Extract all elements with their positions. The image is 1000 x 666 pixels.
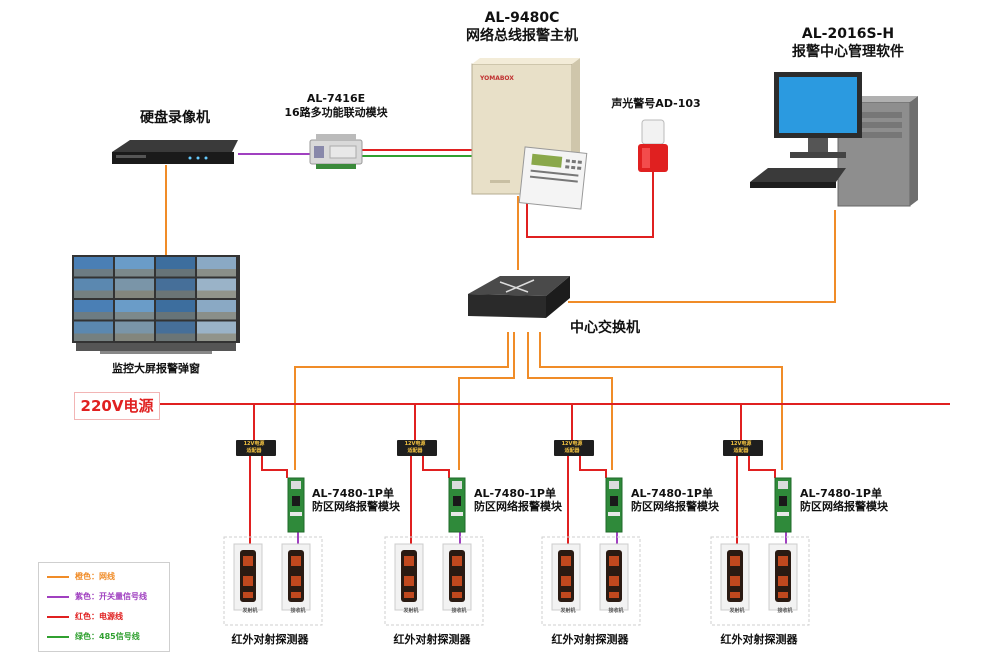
legend-item-485: 绿色：485信号线: [47, 631, 140, 645]
host-title: AL-9480C: [484, 10, 560, 26]
legend-label: 红色：电源线: [75, 612, 123, 621]
zone-rx-label: 接收机: [290, 608, 306, 614]
zone-tx-label: 发射机: [242, 608, 258, 614]
zone-detector-label: 红外对射探测器: [551, 633, 629, 646]
legend-label: 绿色：485信号线: [75, 632, 140, 641]
zone-psu-line2: 适配器: [407, 448, 423, 454]
zone-psu-line2: 适配器: [246, 448, 262, 454]
zone-tx-label: 发射机: [403, 608, 419, 614]
zone-module-title: AL-7480-1P单: [800, 487, 882, 500]
zone-module-subtitle: 防区网络报警模块: [474, 500, 562, 513]
zone-tx-label: 发射机: [729, 608, 745, 614]
zone-psu-line2: 适配器: [733, 448, 749, 454]
zone-psu-line1: 12V电源: [561, 441, 583, 447]
legend-item-network: 橙色：网线: [47, 571, 115, 585]
legend-swatch: [47, 635, 69, 638]
software-title: AL-2016S-H: [801, 26, 895, 42]
legend-item-power: 红色：电源线: [47, 611, 123, 625]
zone-devices: [710, 440, 810, 626]
host-siren-cable: [526, 170, 654, 238]
siren-device: [638, 119, 668, 172]
zone-module-subtitle: 防区网络报警模块: [631, 500, 719, 513]
zone-psu-line1: 12V电源: [730, 441, 752, 447]
zone-devices: [384, 440, 484, 626]
zone-module-title: AL-7480-1P单: [474, 487, 556, 500]
legend-label: 紫色：开关量信号线: [75, 592, 147, 601]
power-label: 220V电源: [74, 392, 160, 420]
zone-detector-label: 红外对射探测器: [393, 633, 471, 646]
zone-module-title: AL-7480-1P单: [631, 487, 713, 500]
management-computer: [750, 72, 918, 207]
svg-text:YOMABOX: YOMABOX: [479, 75, 514, 82]
linkage-title: AL-7416E: [306, 92, 366, 105]
switch-zone3-cable: [527, 332, 613, 470]
nvr-device: [112, 140, 238, 164]
zone-tx-label: 发射机: [560, 608, 576, 614]
zone-rx-label: 接收机: [451, 608, 467, 614]
legend: 橙色：网线 紫色：开关量信号线 红色：电源线 绿色：485信号线: [38, 562, 170, 652]
zone-rx-label: 接收机: [608, 608, 624, 614]
software-subtitle: 报警中心管理软件: [792, 44, 904, 60]
zone-rx-label: 接收机: [777, 608, 793, 614]
zone-psu-line1: 12V电源: [243, 441, 265, 447]
zone-detector-label: 红外对射探测器: [720, 633, 798, 646]
zone-devices: [223, 440, 323, 626]
zone-psu-line1: 12V电源: [404, 441, 426, 447]
legend-item-signal: 紫色：开关量信号线: [47, 591, 147, 605]
zone-module-subtitle: 防区网络报警模块: [312, 500, 400, 513]
zone-psu-line2: 适配器: [564, 448, 580, 454]
zone-devices: [541, 440, 641, 626]
switch-label: 中心交换机: [570, 320, 640, 336]
switch-zone1-cable: [294, 332, 509, 470]
host-keypad: [518, 146, 588, 210]
zone-module-title: AL-7480-1P单: [312, 487, 394, 500]
software-switch-cable: [568, 210, 836, 303]
switch-zone2-cable: [458, 332, 515, 470]
legend-swatch: [47, 615, 69, 618]
switch-zone4-cable: [539, 332, 783, 470]
zone-module-subtitle: 防区网络报警模块: [800, 500, 888, 513]
siren-label: 声光警号AD-103: [611, 97, 701, 110]
legend-label: 橙色：网线: [75, 572, 115, 581]
legend-swatch: [47, 595, 69, 598]
linkage-subtitle: 16路多功能联动模块: [284, 106, 388, 119]
linkage-module: [309, 134, 363, 169]
legend-swatch: [47, 575, 69, 578]
video-wall: [72, 255, 240, 354]
videowall-label: 监控大屏报警弹窗: [112, 362, 200, 375]
central-switch: [468, 276, 570, 318]
host-subtitle: 网络总线报警主机: [466, 28, 578, 44]
zone-detector-label: 红外对射探测器: [231, 633, 309, 646]
nvr-label: 硬盘录像机: [140, 110, 210, 126]
